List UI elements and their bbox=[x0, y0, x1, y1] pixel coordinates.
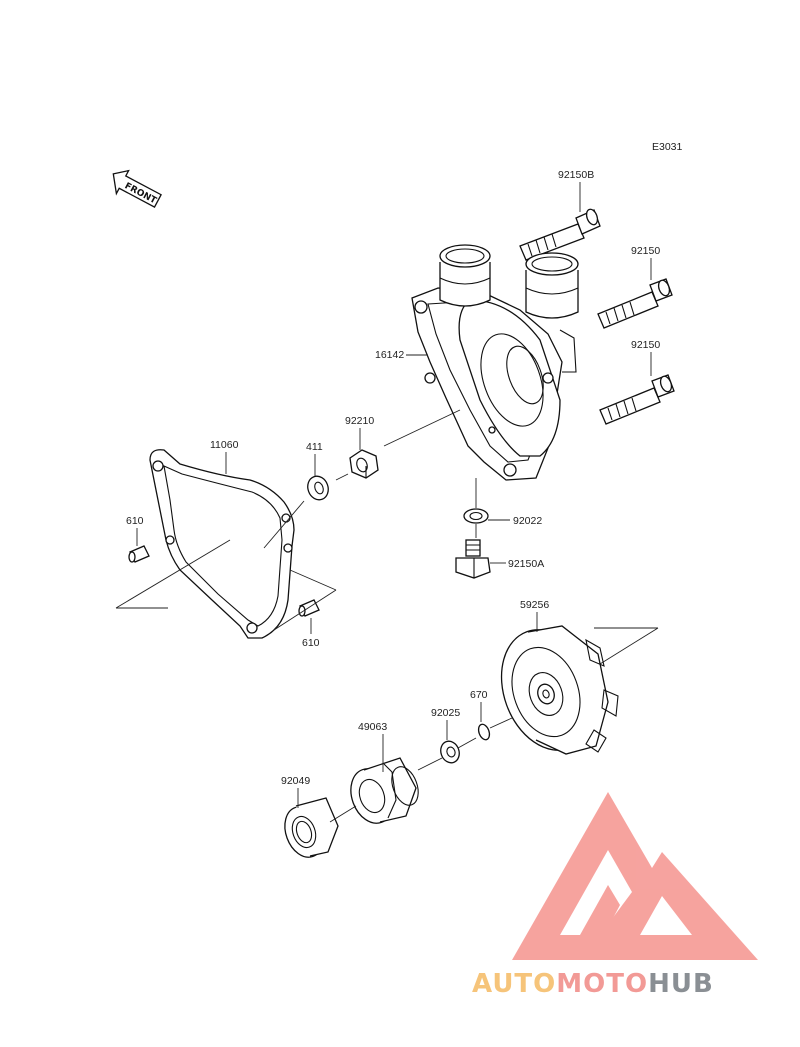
watermark-hub: HUB bbox=[648, 969, 714, 999]
diagram-code: E3031 bbox=[652, 141, 683, 153]
mechanical-seal-49063 bbox=[350, 757, 419, 824]
bolt-92150-lower bbox=[599, 374, 675, 425]
part-label-16142: 16142 bbox=[375, 349, 404, 361]
part-label-49063: 49063 bbox=[358, 721, 387, 733]
washer-92022 bbox=[463, 508, 489, 524]
impeller-59256 bbox=[500, 625, 619, 755]
o-ring-670 bbox=[477, 723, 491, 741]
washer-411 bbox=[307, 475, 329, 501]
part-label-670: 670 bbox=[470, 689, 488, 701]
part-label-92025: 92025 bbox=[431, 707, 460, 719]
part-label-92150-upper: 92150 bbox=[631, 245, 660, 257]
part-label-11060: 11060 bbox=[210, 439, 239, 451]
watermark-auto: AUTO bbox=[472, 969, 556, 999]
water-pump-cover-16142 bbox=[411, 244, 579, 481]
part-label-92150a: 92150A bbox=[508, 558, 544, 570]
part-label-92049: 92049 bbox=[281, 775, 310, 787]
part-label-92150-lower: 92150 bbox=[631, 339, 660, 351]
washer-92025 bbox=[440, 740, 460, 764]
part-label-92210: 92210 bbox=[345, 415, 374, 427]
oil-seal-92049 bbox=[284, 797, 339, 858]
automotohub-logo-icon bbox=[512, 792, 758, 960]
front-arrow-icon: FRONT bbox=[112, 169, 162, 208]
part-label-411: 411 bbox=[306, 441, 323, 453]
watermark-moto: MOTO bbox=[556, 969, 648, 999]
part-label-92022: 92022 bbox=[513, 515, 542, 527]
svg-text:AUTOMOTOHUB: AUTOMOTOHUB bbox=[472, 969, 714, 999]
leader-lines bbox=[115, 182, 659, 823]
part-label-610-left: 610 bbox=[126, 515, 144, 527]
part-label-59256: 59256 bbox=[520, 599, 549, 611]
part-label-92150b: 92150B bbox=[558, 169, 594, 181]
dowel-pin-610-left bbox=[128, 545, 150, 563]
bolt-92150b bbox=[519, 208, 601, 261]
bolt-92150-upper bbox=[597, 278, 673, 329]
watermark-text: AUTOMOTOHUB bbox=[472, 969, 714, 999]
nut-92210 bbox=[349, 449, 379, 479]
drain-bolt-92150a bbox=[455, 539, 491, 579]
gasket-11060 bbox=[149, 449, 295, 639]
part-label-610-lower: 610 bbox=[302, 637, 320, 649]
